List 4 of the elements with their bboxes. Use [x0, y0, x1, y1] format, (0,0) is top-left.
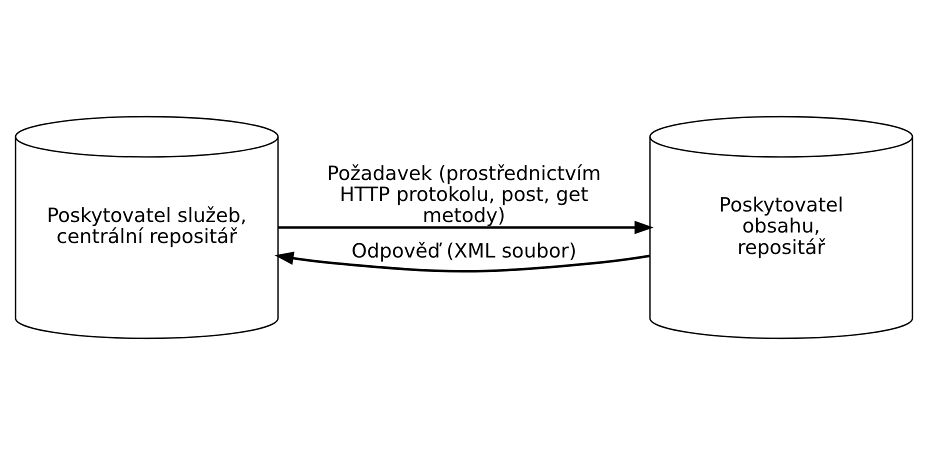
- edge-label: Odpověď (XML soubor): [352, 238, 576, 262]
- arrow: [274, 251, 650, 272]
- edge-label: Požadavek (prostřednictvím HTTP protokolu, post, get metody): [327, 162, 601, 227]
- arrow: [278, 220, 654, 234]
